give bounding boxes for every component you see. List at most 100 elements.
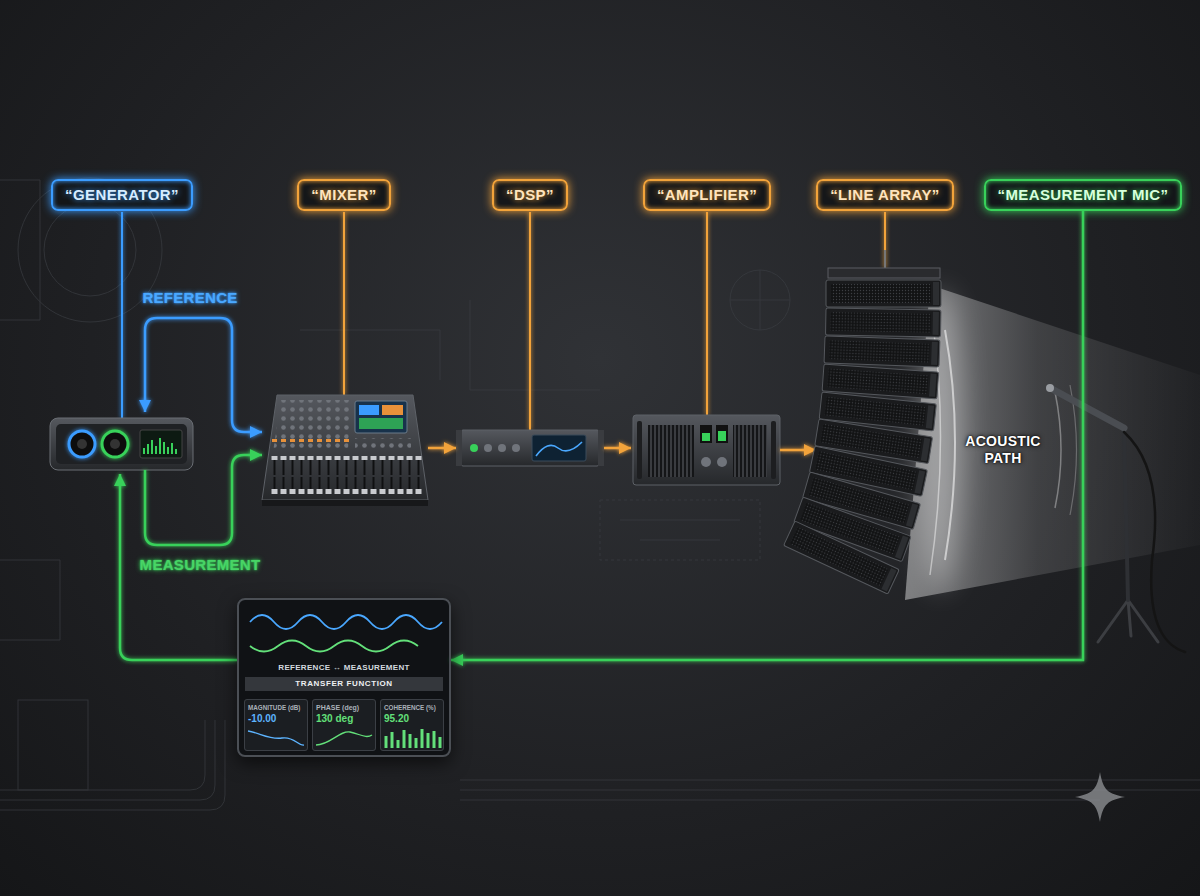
audio-interface-part — [56, 424, 187, 464]
signal-loops-part — [145, 318, 262, 432]
line-array-part — [826, 280, 941, 307]
mixing-console-part — [355, 401, 407, 433]
signal-label: REFERENCE — [142, 289, 237, 308]
blueprint-background-part — [0, 560, 60, 640]
mixing-console-part — [382, 405, 403, 415]
metric-panel: MAGNITUDE (dB)-10.00 — [244, 699, 308, 751]
signal-arrows — [428, 448, 816, 450]
label-box: “MEASUREMENT MIC” — [984, 179, 1183, 211]
audio-interface-part — [102, 431, 128, 457]
microphone-stand-part — [1124, 432, 1185, 652]
blueprint-background-part — [0, 720, 225, 810]
blueprint-background-part — [730, 270, 790, 330]
microphone-stand-part — [1098, 600, 1158, 642]
component-label: “LINE ARRAY” — [830, 186, 940, 204]
signal-label: ACOUSTIC PATH — [955, 433, 1051, 468]
mixing-console — [262, 395, 428, 506]
dsp-processor-part — [484, 444, 492, 452]
blueprint-background-part — [18, 700, 88, 790]
power-amplifier-part — [702, 433, 710, 441]
dsp-processor-part — [532, 435, 586, 461]
audio-interface-part — [50, 418, 193, 470]
signal-connector — [451, 211, 1083, 660]
blueprint-background-part — [460, 800, 1100, 801]
panel-value: 95.20 — [384, 713, 440, 725]
leader-lines-part — [121, 212, 123, 418]
acoustic-beam-part — [945, 330, 955, 560]
mixing-console-part — [355, 438, 411, 450]
dsp-processor — [456, 430, 604, 466]
power-amplifier-part — [701, 457, 711, 467]
dsp-processor-part — [598, 430, 604, 466]
mixing-console-part — [262, 500, 428, 506]
audio-interface-part — [77, 439, 87, 449]
analyzer-tablet-part — [312, 699, 376, 751]
signal-arrows-part — [428, 447, 456, 450]
panel-title: PHASE (deg) — [316, 703, 372, 712]
leader-lines-part — [884, 212, 886, 268]
label-box: “LINE ARRAY” — [816, 179, 954, 211]
signal-label: MEASUREMENT — [140, 556, 261, 575]
blueprint-background-part — [600, 500, 760, 560]
mixing-console-part — [273, 400, 350, 452]
label-holder: MEASUREMENT — [140, 556, 261, 575]
component-label: “AMPLIFIER” — [657, 186, 757, 204]
microphone-stand-part — [1052, 389, 1124, 428]
analyzer-tablet-part — [250, 641, 418, 652]
acoustic-beam-part — [1055, 392, 1061, 508]
line-array-part — [884, 250, 886, 268]
blueprint-background-part — [620, 520, 740, 521]
label-box: “MIXER” — [297, 179, 390, 211]
label-box: “AMPLIFIER” — [643, 179, 771, 211]
leader-lines-part — [529, 212, 531, 430]
dsp-processor-part — [498, 444, 506, 452]
signal-arrows-part — [780, 449, 816, 452]
power-amplifier-part — [716, 425, 728, 443]
panel-title: REFERENCE ↔ MEASUREMENT — [239, 662, 449, 674]
blueprint-background-part — [460, 790, 1200, 791]
analyzer-tablet-part — [250, 615, 442, 629]
leader-lines — [122, 212, 885, 430]
panel-value: TRANSFER FUNCTION — [245, 677, 443, 691]
analyzer-tablet-part — [248, 731, 304, 745]
blueprint-background — [0, 178, 1200, 810]
audio-interface-part — [69, 431, 95, 457]
analyzer-tablet-part — [380, 699, 444, 751]
line-array-part — [828, 268, 940, 278]
signal-loops-part — [145, 455, 262, 545]
metric-panel: COHERENCE (%)95.20 — [380, 699, 444, 751]
line-array-part — [784, 521, 900, 594]
acoustic-beam-part — [905, 285, 1200, 600]
panel-value: 130 deg — [316, 713, 372, 725]
blueprint-background-part — [0, 720, 215, 800]
mixing-console-part — [359, 418, 403, 429]
label-holder: ACOUSTIC PATH — [955, 433, 1051, 468]
panel-value: -10.00 — [248, 713, 304, 725]
dsp-processor-part — [460, 430, 600, 466]
microphone-stand-part — [1124, 428, 1128, 600]
metric-panel: PHASE (deg)130 deg — [312, 699, 376, 751]
blueprint-background-part — [0, 720, 205, 790]
power-amplifier-part — [648, 425, 694, 477]
power-amplifier — [633, 415, 780, 485]
blueprint-background-part — [0, 180, 40, 320]
panel-title: COHERENCE (%) — [384, 703, 440, 712]
label-box: “DSP” — [492, 179, 568, 211]
edge-group — [451, 211, 1083, 660]
component-label: “MIXER” — [311, 186, 376, 204]
acoustic-beam — [905, 285, 1200, 600]
line-array — [784, 250, 941, 594]
component-label: “MEASUREMENT MIC” — [998, 186, 1169, 204]
mixing-console-part — [272, 438, 352, 444]
power-amplifier-part — [633, 415, 780, 485]
component-label: “GENERATOR” — [65, 186, 179, 204]
power-amplifier-part — [700, 425, 712, 443]
audio-interface-part — [110, 439, 120, 449]
dsp-processor-part — [536, 442, 582, 456]
power-amplifier-part — [718, 431, 726, 441]
analyzer-tablet-part — [244, 699, 308, 751]
audio-interface-part — [144, 438, 176, 454]
dsp-processor-part — [470, 444, 478, 452]
